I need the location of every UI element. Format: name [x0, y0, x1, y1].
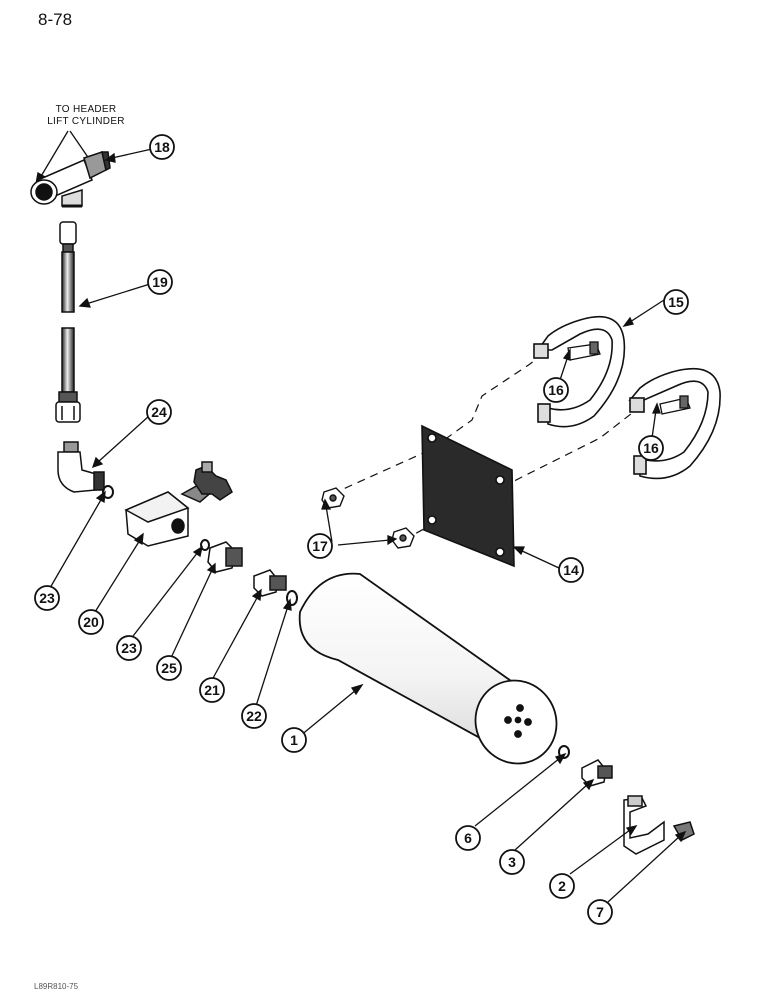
callout-23b: 23 [116, 635, 142, 661]
callout-7: 7 [587, 899, 613, 925]
svg-text:20: 20 [83, 614, 99, 630]
svg-text:24: 24 [151, 404, 167, 420]
svg-text:15: 15 [668, 294, 684, 310]
mounting-strap-part [533, 316, 721, 480]
hose-part [55, 221, 81, 423]
callout-16b: 16 [638, 435, 664, 461]
svg-text:16: 16 [548, 382, 564, 398]
svg-text:23: 23 [121, 640, 137, 656]
svg-text:3: 3 [508, 854, 516, 870]
callout-14: 14 [558, 557, 584, 583]
svg-text:14: 14 [563, 562, 579, 578]
svg-text:1: 1 [290, 732, 298, 748]
callout-2: 2 [549, 873, 575, 899]
callout-23a: 23 [34, 585, 60, 611]
fitting-part [207, 541, 298, 606]
svg-text:25: 25 [161, 660, 177, 676]
svg-text:16: 16 [643, 440, 659, 456]
header-note: TO HEADER LIFT CYLINDER [26, 104, 146, 128]
header-note-line-2: LIFT CYLINDER [47, 116, 125, 127]
svg-text:23: 23 [39, 590, 55, 606]
o-ring-part [102, 485, 210, 551]
callout-24: 24 [146, 399, 172, 425]
page-number: 8-78 [38, 10, 73, 29]
air-tank-part [298, 572, 558, 765]
leader-lines [49, 148, 687, 903]
svg-text:2: 2 [558, 878, 566, 894]
callout-21: 21 [199, 677, 225, 703]
header-note-line-1: TO HEADER [55, 104, 117, 115]
svg-text:18: 18 [154, 139, 170, 155]
svg-text:22: 22 [246, 708, 262, 724]
callout-18: 18 [149, 134, 175, 160]
callout-19: 19 [147, 269, 173, 295]
svg-text:21: 21 [204, 682, 220, 698]
footer-code: L89R810-75 [34, 982, 79, 991]
callout-3: 3 [499, 849, 525, 875]
elbow-fitting-part [57, 441, 105, 493]
svg-text:17: 17 [312, 538, 328, 554]
callout-20: 20 [78, 609, 104, 635]
callout-25: 25 [156, 655, 182, 681]
svg-text:7: 7 [596, 904, 604, 920]
mounting-plate-part [421, 424, 515, 568]
nut-part [321, 487, 415, 549]
callout-22: 22 [241, 703, 267, 729]
svg-text:6: 6 [464, 830, 472, 846]
callout-17: 17 [307, 533, 333, 559]
svg-text:19: 19 [152, 274, 168, 290]
callout-16a: 16 [543, 377, 569, 403]
bolt-part [567, 341, 691, 415]
drain-parts [558, 745, 695, 855]
callout-1: 1 [281, 727, 307, 753]
dashed-guides [331, 349, 637, 541]
tee-fitting-part [30, 151, 111, 208]
valve-block-part [124, 461, 233, 547]
callout-6: 6 [455, 825, 481, 851]
callout-15: 15 [663, 289, 689, 315]
